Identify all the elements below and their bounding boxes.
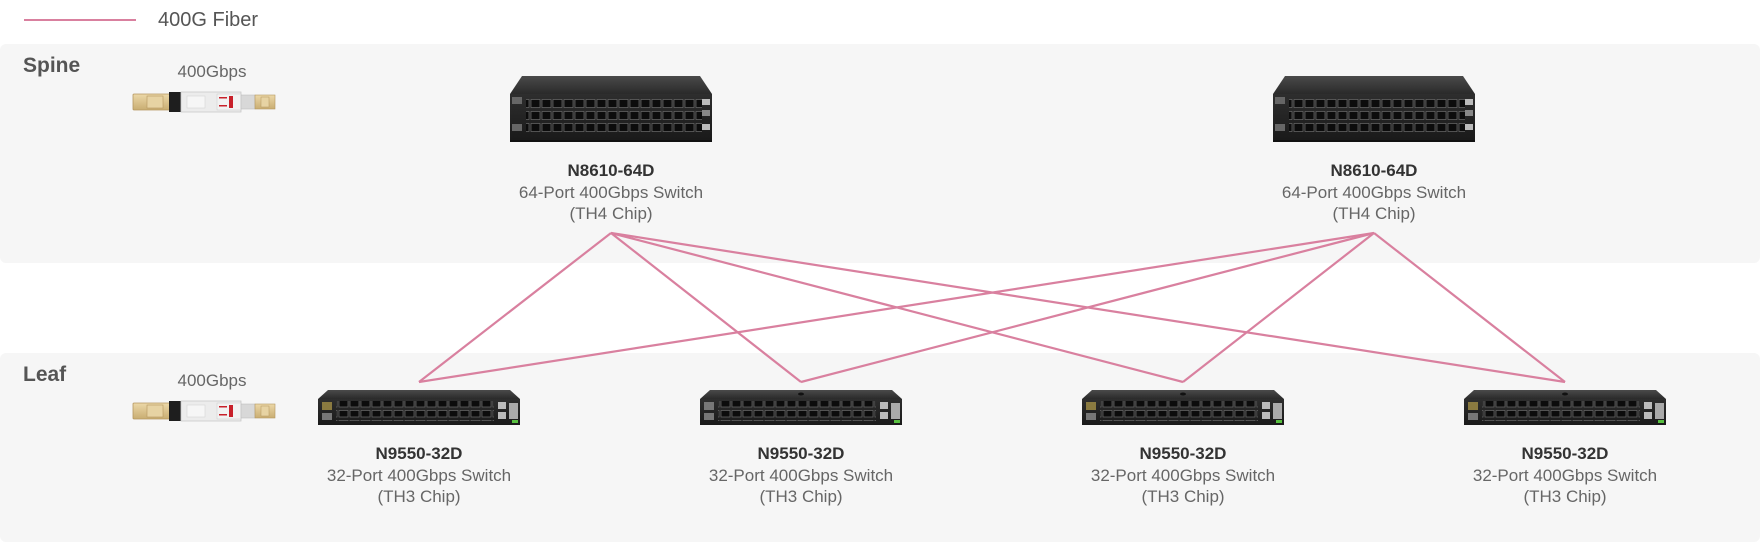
leaf-tier: Leaf 400Gbps N9550-32D 32-Port 400Gbps S… [0,353,1760,542]
legend-label: 400G Fiber [158,8,259,31]
spine-switch-1-model: N8610-64D [567,161,655,180]
spine-switch-2-chip: (TH4 Chip) [1332,204,1416,223]
spine-switch-2-model: N8610-64D [1330,161,1418,180]
switch-32-port-icon [700,390,902,425]
spine-transceiver-module: 400Gbps [132,60,292,113]
spine-switch-1-desc: 64-Port 400Gbps Switch [518,183,704,202]
spine-switch-2: N8610-64D 64-Port 400Gbps Switch (TH4 Ch… [1244,74,1504,224]
leaf-switch-4-desc: 32-Port 400Gbps Switch [1472,466,1658,485]
leaf-switch-4-chip: (TH3 Chip) [1523,487,1607,506]
legend-fiber-line [24,19,136,21]
leaf-switch-1-desc: 32-Port 400Gbps Switch [326,466,512,485]
leaf-switch-1-chip: (TH3 Chip) [377,487,461,506]
leaf-switch-3-chip: (TH3 Chip) [1141,487,1225,506]
leaf-switch-2-chip: (TH3 Chip) [759,487,843,506]
leaf-switch-1: N9550-32D 32-Port 400Gbps Switch (TH3 Ch… [289,389,549,507]
leaf-tier-label: Leaf [23,363,67,386]
switch-64-port-icon [1273,76,1475,142]
leaf-switch-3-model: N9550-32D [1139,444,1227,463]
leaf-switch-2: N9550-32D 32-Port 400Gbps Switch (TH3 Ch… [671,389,931,507]
leaf-switch-1-model: N9550-32D [375,444,463,463]
spine-tier: Spine 400Gbps N8610-64D 64-Port 400Gbps … [0,44,1760,263]
legend: 400G Fiber [24,8,258,32]
qsfp-transceiver-icon [132,91,276,113]
qsfp-transceiver-icon [132,400,276,422]
switch-32-port-icon [1464,390,1666,425]
switch-32-port-icon [318,390,520,425]
spine-switch-2-desc: 64-Port 400Gbps Switch [1281,183,1467,202]
leaf-switch-4-model: N9550-32D [1521,444,1609,463]
leaf-switch-4: N9550-32D 32-Port 400Gbps Switch (TH3 Ch… [1435,389,1695,507]
leaf-module-speed: 400Gbps [177,371,247,390]
spine-switch-1: N8610-64D 64-Port 400Gbps Switch (TH4 Ch… [481,74,741,224]
spine-switch-1-chip: (TH4 Chip) [569,204,653,223]
leaf-switch-3: N9550-32D 32-Port 400Gbps Switch (TH3 Ch… [1053,389,1313,507]
leaf-transceiver-module: 400Gbps [132,369,292,422]
leaf-switch-2-model: N9550-32D [757,444,845,463]
switch-64-port-icon [510,76,712,142]
leaf-switch-3-desc: 32-Port 400Gbps Switch [1090,466,1276,485]
spine-module-speed: 400Gbps [177,62,247,81]
spine-tier-label: Spine [23,54,81,77]
leaf-switch-2-desc: 32-Port 400Gbps Switch [708,466,894,485]
switch-32-port-icon [1082,390,1284,425]
